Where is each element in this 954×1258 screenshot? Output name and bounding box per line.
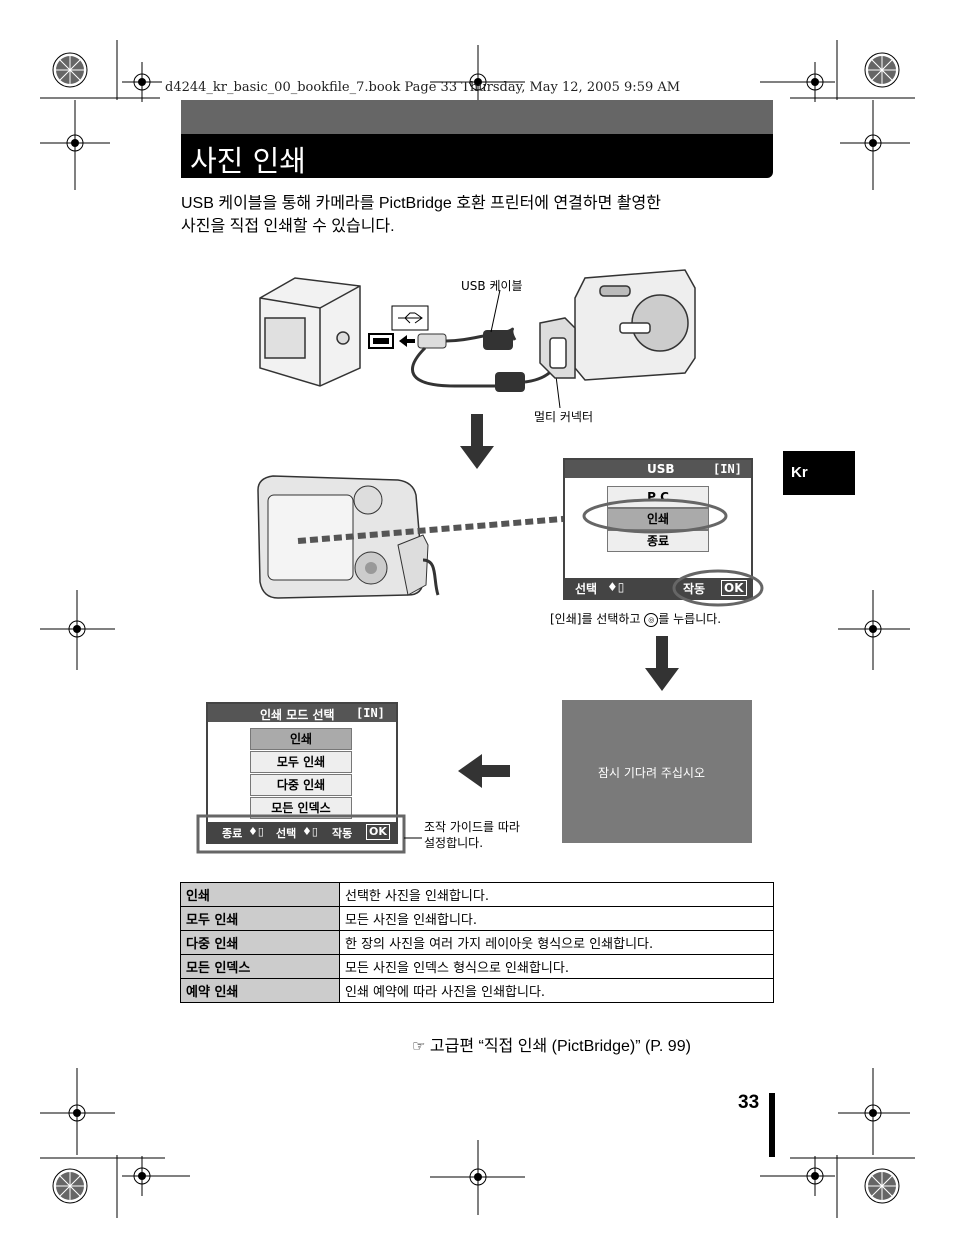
page-number-bar (769, 1093, 775, 1157)
table-desc: 모든 사진을 인덱스 형식으로 인쇄합니다. (339, 954, 774, 979)
updown-icon: ♦▯ (607, 580, 625, 594)
print-option-multi[interactable]: 다중 인쇄 (250, 774, 352, 796)
updown-key-icon: ♦▯ (302, 825, 318, 838)
please-wait-text: 잠시 기다려 주십시오 (598, 766, 705, 780)
usb-screen-header: USB [IN] (565, 460, 751, 478)
printer-illustration (259, 277, 361, 387)
footer-go: 작동 (332, 827, 353, 840)
table-key: 모든 인덱스 (180, 954, 340, 979)
please-wait-screen: 잠시 기다려 주십시오 (562, 700, 752, 843)
intro-line-2: 사진을 직접 인쇄할 수 있습니다. (181, 218, 395, 235)
table-key: 모두 인쇄 (180, 906, 340, 931)
usb-footer-ok: OK (721, 580, 747, 596)
table-key: 인쇄 (180, 882, 340, 907)
print-option-print-all[interactable]: 모두 인쇄 (250, 751, 352, 773)
select-instruction-end: 를 누릅니다. (658, 612, 722, 626)
usb-mode-screen: USB [IN] P C 인쇄 종료 선택 ♦▯ 작동 OK (563, 458, 753, 600)
print-option-print[interactable]: 인쇄 (250, 728, 352, 750)
footer-highlight-box (196, 814, 422, 854)
down-arrow (460, 414, 494, 469)
ok-button-icon: ◎ (644, 612, 659, 627)
reference-line: ☞ 고급편 “직접 인쇄 (PictBridge)” (P. 99) (412, 1032, 691, 1056)
camera-side-illustration (539, 269, 696, 381)
camera-back-illustration (257, 475, 587, 599)
table-desc: 선택한 사진을 인쇄합니다. (339, 882, 774, 907)
multi-connector-label: 멀티 커넥터 (534, 410, 594, 424)
usb-screen-footer: 선택 ♦▯ 작동 OK (565, 578, 751, 598)
usb-cable-label: USB 케이블 (461, 279, 523, 293)
language-tab-label: Kr (791, 464, 808, 481)
guide-note: 조작 가이드를 따라 설정합니다. (424, 819, 520, 851)
table-key: 다중 인쇄 (180, 930, 340, 955)
print-mode-footer: 종료 ♦▯ 선택 ♦▯ 작동 OK (208, 822, 396, 842)
intro-line-1: USB 케이블을 통해 카메라를 PictBridge 호환 프린터에 연결하면… (181, 195, 661, 212)
down-arrow-2 (645, 636, 679, 691)
usb-screen-mode: [IN] (713, 462, 742, 476)
left-key-icon: ♦▯ (248, 825, 264, 838)
select-instruction: [인쇄]를 선택하고 ◎를 누릅니다. (550, 610, 721, 627)
print-mode-header: 인쇄 모드 선택 [IN] (208, 704, 396, 722)
table-key: 예약 인쇄 (180, 978, 340, 1003)
table-desc: 인쇄 예약에 따라 사진을 인쇄합니다. (339, 978, 774, 1003)
guide-note-line-1: 조작 가이드를 따라 (424, 820, 520, 834)
select-instruction-text: [인쇄]를 선택하고 (550, 612, 645, 626)
title-bar-top (181, 100, 773, 134)
language-tab: Kr (783, 451, 855, 495)
title-bar (181, 134, 773, 178)
usb-footer-select: 선택 (575, 582, 598, 596)
usb-option-exit[interactable]: 종료 (607, 530, 709, 552)
left-arrow (458, 754, 510, 788)
print-mode-screen: 인쇄 모드 선택 [IN] 인쇄 모두 인쇄 다중 인쇄 모든 인덱스 종료 ♦… (206, 702, 398, 844)
print-mode-indicator: [IN] (356, 706, 385, 720)
page-number: 33 (738, 1092, 760, 1113)
print-option-all-index[interactable]: 모든 인덱스 (250, 797, 352, 819)
intro-paragraph: USB 케이블을 통해 카메라를 PictBridge 호환 프린터에 연결하면… (181, 192, 781, 238)
footer-select: 선택 (276, 827, 297, 840)
printer-camera-illustration (259, 269, 696, 408)
usb-footer-go: 작동 (683, 582, 706, 596)
highlight-ellipses (582, 498, 764, 607)
page-title: 사진 인쇄 (190, 144, 306, 178)
table-desc: 한 장의 사진을 여러 가지 레이아웃 형식으로 인쇄합니다. (339, 930, 774, 955)
table-desc: 모든 사진을 인쇄합니다. (339, 906, 774, 931)
usb-screen-title: USB (647, 462, 675, 476)
usb-option-print[interactable]: 인쇄 (607, 508, 709, 530)
guide-note-line-2: 설정합니다. (424, 836, 484, 850)
print-mode-title: 인쇄 모드 선택 (260, 708, 335, 722)
reference-hand-icon: ☞ (412, 1038, 426, 1055)
footer-exit: 종료 (222, 827, 243, 840)
reference-text: 고급편 “직접 인쇄 (PictBridge)” (P. 99) (429, 1038, 691, 1055)
file-header-line: d4244_kr_basic_00_bookfile_7.book Page 3… (165, 80, 681, 95)
left-arrow-small (399, 335, 415, 347)
footer-ok: OK (366, 824, 390, 840)
